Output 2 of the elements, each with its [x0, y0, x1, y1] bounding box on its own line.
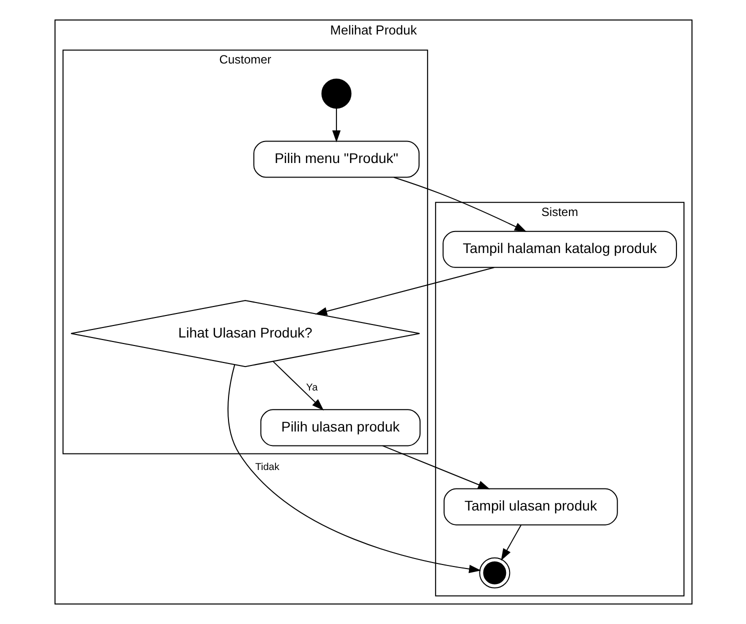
- edge-label: Tidak: [254, 462, 279, 473]
- edge-label: Ya: [306, 382, 318, 394]
